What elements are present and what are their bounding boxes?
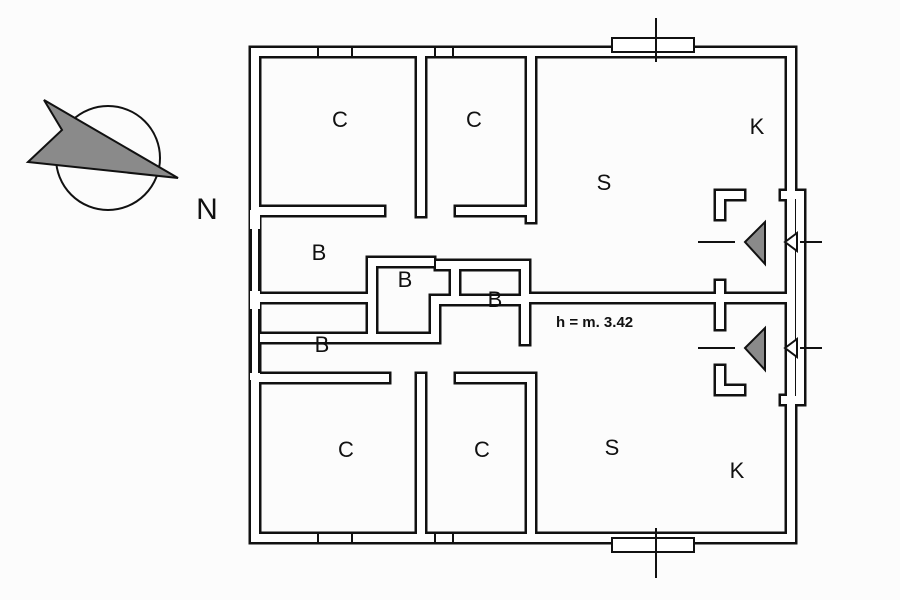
room-label-bedroom: C [338,437,354,462]
entrance-arrow-icon [743,219,766,267]
windows [317,18,695,578]
ceiling-height-label: h = m. 3.42 [556,314,634,331]
room-label-kitchen: K [749,114,765,139]
compass-arrow-icon [25,99,179,179]
room-label-bathroom: B [397,267,413,292]
room-label-kitchen: K [729,458,745,483]
room-label-living: S [604,435,620,460]
walls [248,45,807,545]
room-label-bathroom: B [487,287,503,312]
compass [25,99,179,211]
entrance-arrow-icon [743,325,766,373]
room-label-living: S [596,170,612,195]
entrance-arrow-icon [783,231,798,253]
room-label-bathroom: B [311,240,327,265]
entrance-markers [698,219,822,373]
room-label-bathroom: B [314,332,330,357]
room-label-bedroom: C [474,437,490,462]
room-label-bedroom: C [466,107,482,132]
entrance-arrow-icon [783,337,798,359]
room-label-bedroom: C [332,107,348,132]
north-label: N [196,193,218,226]
